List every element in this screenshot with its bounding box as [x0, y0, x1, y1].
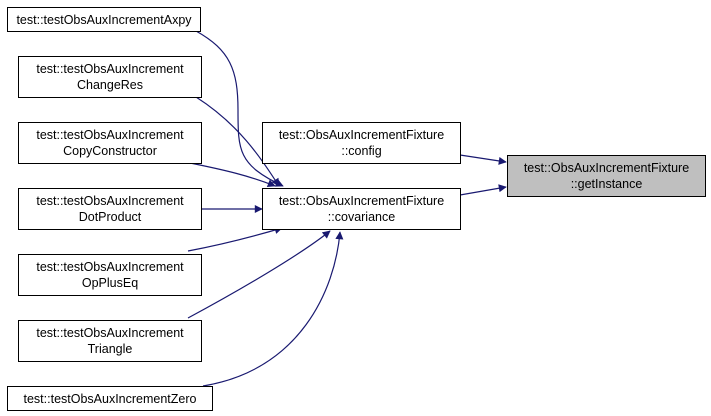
node-test-obs-aux-increment-zero[interactable]: test::testObsAuxIncrementZero	[7, 386, 213, 411]
node-label-line: ::config	[341, 144, 382, 158]
node-label-line: test::testObsAuxIncrement	[36, 128, 184, 142]
edge-zero-to-covariance	[202, 231, 344, 387]
node-obs-aux-increment-fixture-covariance[interactable]: test::ObsAuxIncrementFixture ::covarianc…	[262, 188, 461, 230]
edge-config-to-getinstance	[459, 154, 507, 165]
edge-triangle-to-covariance	[187, 230, 331, 319]
node-label-line: test::testObsAuxIncrement	[36, 326, 184, 340]
node-label-line: CopyConstructor	[63, 144, 157, 158]
edge-changeres-to-covariance	[195, 96, 280, 187]
edge-axpy-to-covariance	[195, 30, 284, 187]
node-test-obs-aux-increment-copyconstructor[interactable]: test::testObsAuxIncrement CopyConstructo…	[18, 122, 202, 164]
node-label-line: ::getInstance	[570, 177, 643, 191]
node-test-obs-aux-increment-triangle[interactable]: test::testObsAuxIncrement Triangle	[18, 320, 202, 362]
node-test-obs-aux-increment-opplus-eq[interactable]: test::testObsAuxIncrement OpPlusEq	[18, 254, 202, 296]
edge-opplus-to-covariance	[187, 226, 283, 252]
node-label-line: OpPlusEq	[81, 276, 139, 290]
node-test-obs-aux-increment-axpy[interactable]: test::testObsAuxIncrementAxpy	[7, 7, 201, 32]
node-label-line: Triangle	[87, 342, 133, 356]
node-label-line: ChangeRes	[76, 78, 143, 92]
edge-covariance-to-getinstance	[459, 184, 507, 196]
node-label-line: test::ObsAuxIncrementFixture	[278, 128, 445, 142]
node-label-line: test::testObsAuxIncrement	[36, 260, 184, 274]
node-label-line: test::testObsAuxIncrementAxpy	[16, 12, 192, 27]
node-test-obs-aux-increment-changeres[interactable]: test::testObsAuxIncrement ChangeRes	[18, 56, 202, 98]
node-label-line: test::testObsAuxIncrement	[36, 194, 184, 208]
node-obs-aux-increment-fixture-config[interactable]: test::ObsAuxIncrementFixture ::config	[262, 122, 461, 164]
node-label-line: DotProduct	[78, 210, 142, 224]
node-label-line: ::covariance	[327, 210, 396, 224]
node-label-line: test::testObsAuxIncrement	[36, 62, 184, 76]
node-obs-aux-increment-fixture-getinstance[interactable]: test::ObsAuxIncrementFixture ::getInstan…	[507, 155, 706, 197]
node-label-line: test::testObsAuxIncrementZero	[23, 391, 197, 406]
node-label-line: test::ObsAuxIncrementFixture	[523, 161, 690, 175]
node-test-obs-aux-increment-dotproduct[interactable]: test::testObsAuxIncrement DotProduct	[18, 188, 202, 230]
node-label-line: test::ObsAuxIncrementFixture	[278, 194, 445, 208]
edge-copyctor-to-covariance	[189, 162, 276, 188]
